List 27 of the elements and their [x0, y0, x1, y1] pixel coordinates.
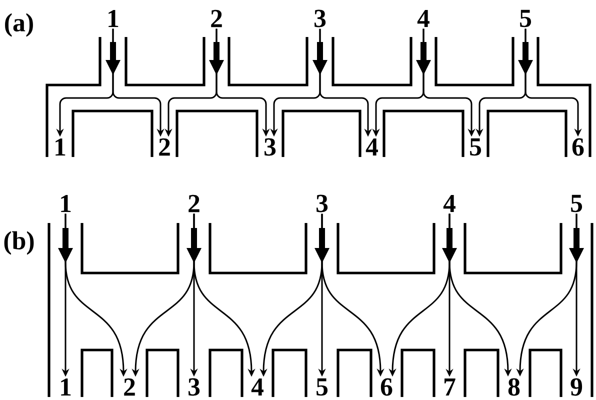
- panel-label: (a): [5, 13, 33, 37]
- inlet-number: 3: [316, 194, 328, 212]
- inlet-number: 4: [417, 10, 430, 28]
- outlet-number: 8: [508, 378, 520, 396]
- inlet-number: 5: [520, 10, 532, 28]
- inlet-number: 2: [211, 10, 222, 28]
- outlet-number: 1: [56, 138, 66, 156]
- inlet-number: 4: [443, 194, 456, 212]
- outlet-number: 6: [380, 378, 392, 396]
- outlet-number: 3: [188, 378, 200, 396]
- outlet-number: 4: [366, 138, 378, 156]
- outlet-number: 2: [124, 378, 135, 396]
- inlet-number: 5: [571, 194, 582, 212]
- inlet-number: 2: [188, 194, 200, 212]
- outlet-number: 4: [251, 378, 264, 396]
- panel-label: (b): [4, 231, 34, 255]
- inlet-number: 1: [61, 194, 71, 212]
- outlet-number: 1: [61, 378, 71, 396]
- inlet-number: 1: [108, 10, 118, 28]
- outlet-number: 5: [316, 378, 328, 396]
- outlet-number: 7: [444, 378, 456, 396]
- outlet-number: 2: [159, 138, 170, 156]
- outlet-number: 6: [572, 138, 584, 156]
- inlet-number: 3: [314, 10, 326, 28]
- outlet-number: 3: [264, 138, 276, 156]
- outlet-number: 5: [470, 138, 482, 156]
- outlet-number: 9: [570, 378, 582, 396]
